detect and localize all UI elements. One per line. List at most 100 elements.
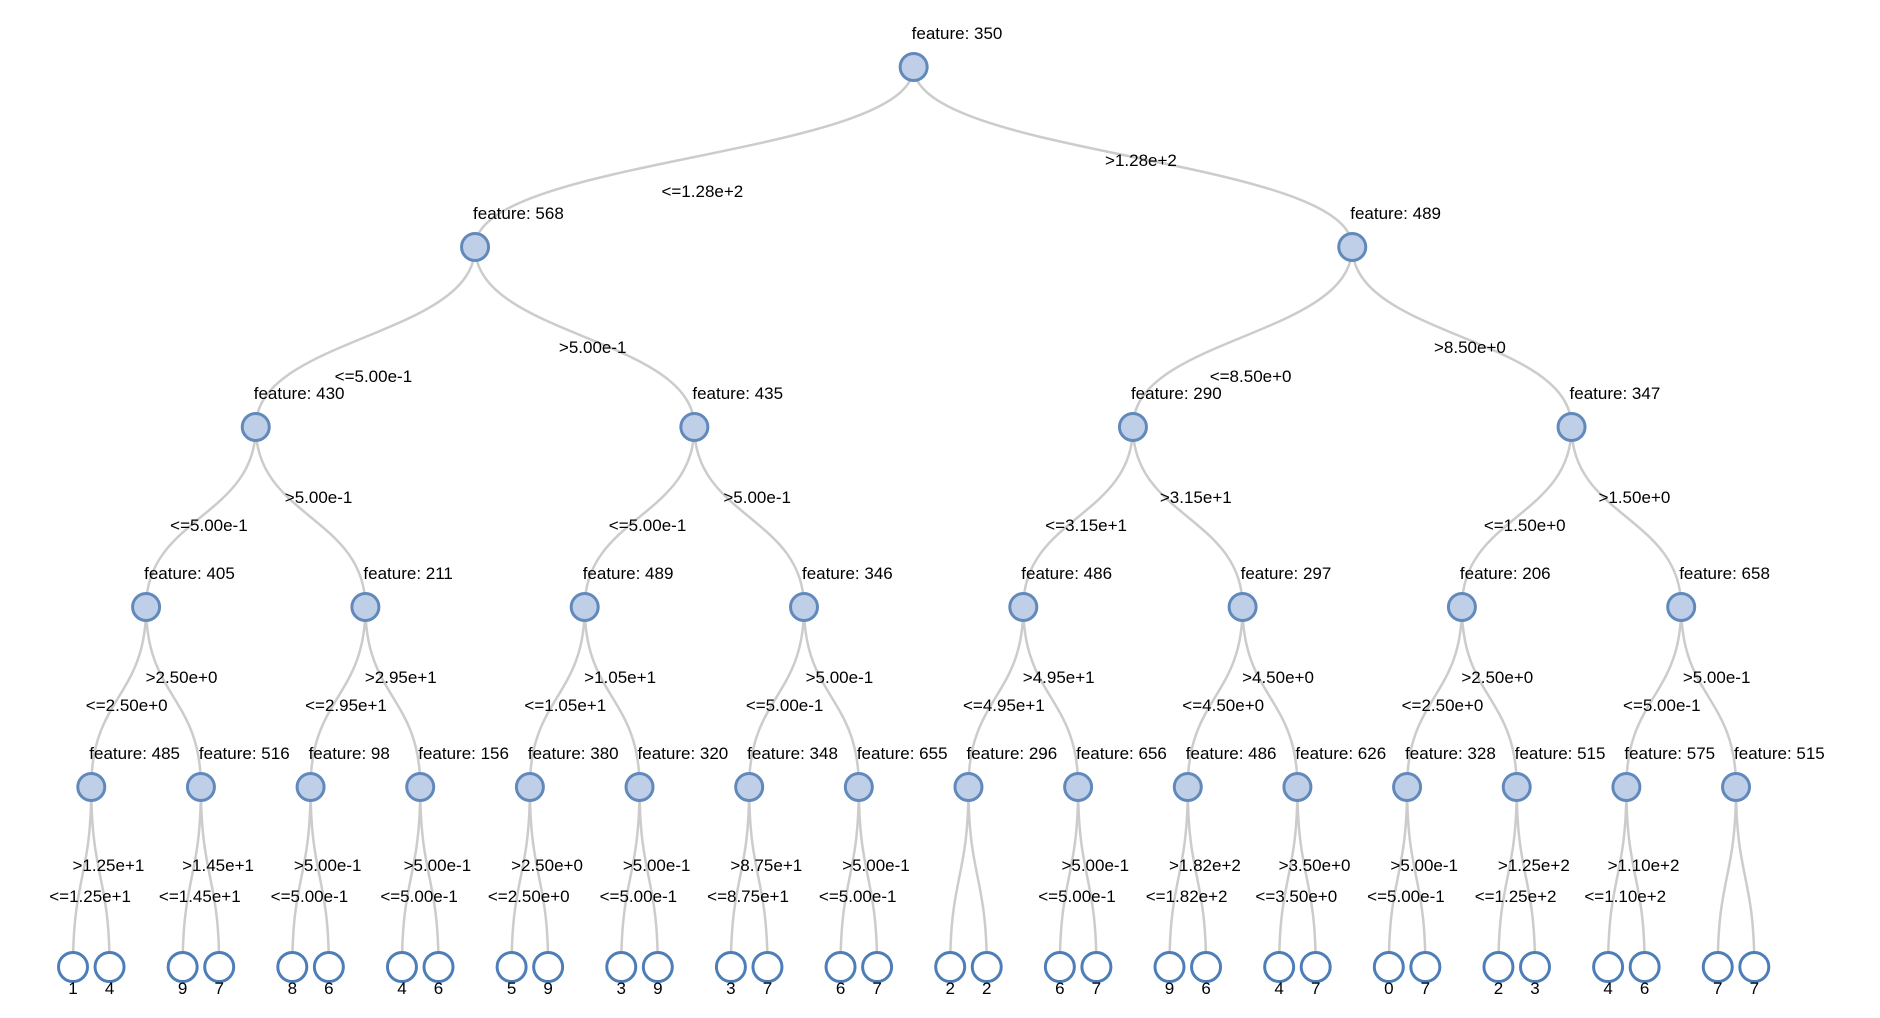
leaf-value-label: 7	[1750, 979, 1759, 998]
tree-link	[857, 786, 879, 968]
split-label-left: <=5.00e-1	[609, 516, 687, 535]
split-label-right: >5.00e-1	[1390, 856, 1458, 875]
split-label-left: <=5.00e-1	[1038, 887, 1116, 906]
leaf-node	[312, 951, 345, 983]
tree-node	[350, 592, 381, 622]
tree-link	[693, 426, 806, 608]
split-label-right: >5.00e-1	[806, 668, 874, 687]
tree-link	[144, 606, 203, 788]
tree-link	[1076, 786, 1098, 968]
tree-link	[948, 786, 970, 968]
leaf-value-label: 6	[1640, 979, 1649, 998]
split-label-left: <=5.00e-1	[271, 887, 349, 906]
tree-node	[295, 772, 326, 802]
feature-label: feature: 211	[363, 564, 452, 583]
leaf-value-label: 9	[653, 979, 662, 998]
feature-label: feature: 489	[583, 564, 674, 583]
tree-link	[71, 786, 93, 968]
leaf-value-label: 7	[214, 979, 223, 998]
split-label-left: <=1.50e+0	[1484, 516, 1566, 535]
tree-link	[912, 66, 1354, 248]
leaf-node	[1409, 951, 1442, 983]
tree-link	[1277, 786, 1299, 968]
tree-node	[679, 412, 710, 442]
leaf-value-label: 3	[1530, 979, 1539, 998]
feature-label: feature: 656	[1076, 744, 1167, 763]
feature-label: feature: 486	[1186, 744, 1277, 763]
feature-label: feature: 328	[1405, 744, 1496, 763]
split-label-left: <=4.50e+0	[1182, 696, 1264, 715]
tree-node	[1446, 592, 1477, 622]
split-label-left: <=2.50e+0	[488, 887, 570, 906]
split-label-right: >5.00e-1	[1683, 668, 1751, 687]
tree-node	[76, 772, 107, 802]
leaf-value-label: 4	[1274, 979, 1283, 998]
split-label-left: <=8.75e+1	[707, 887, 789, 906]
split-label-right: >2.50e+0	[1461, 668, 1533, 687]
leaf-value-label: 6	[324, 979, 333, 998]
tree-link	[1131, 246, 1354, 428]
tree-link	[309, 786, 331, 968]
leaf-node	[1153, 951, 1186, 983]
split-label-right: >4.95e+1	[1023, 668, 1095, 687]
tree-link	[1387, 786, 1409, 968]
feature-label: feature: 430	[254, 384, 345, 403]
feature-label: feature: 156	[418, 744, 509, 763]
leaf-value-label: 9	[178, 979, 187, 998]
split-label-right: >5.00e-1	[842, 856, 910, 875]
tree-link	[510, 786, 532, 968]
tree-link	[802, 606, 861, 788]
split-label-left: <=5.00e-1	[380, 887, 458, 906]
leaf-node	[532, 951, 565, 983]
leaf-value-label: 7	[872, 979, 881, 998]
split-label-left: <=1.45e+1	[159, 887, 241, 906]
tree-link	[583, 606, 641, 788]
tree-node	[843, 772, 874, 802]
split-label-right: >3.15e+1	[1160, 488, 1232, 507]
leaf-value-label: 0	[1384, 979, 1393, 998]
tree-link	[638, 786, 660, 968]
leaf-node	[276, 951, 309, 983]
leaf-value-label: 3	[726, 979, 735, 998]
leaf-node	[422, 951, 455, 983]
leaf-node	[605, 951, 638, 983]
leaf-node	[1592, 951, 1625, 983]
leaf-value-label: 2	[982, 979, 991, 998]
feature-label: feature: 515	[1734, 744, 1825, 763]
tree-node	[240, 412, 271, 442]
split-label-left: <=5.00e-1	[335, 367, 413, 386]
split-label-right: >1.10e+2	[1608, 856, 1680, 875]
tree-node	[1227, 592, 1258, 622]
leaf-value-label: 7	[1713, 979, 1722, 998]
tree-link	[729, 786, 751, 968]
tree-link	[1570, 426, 1683, 608]
leaf-node	[166, 951, 199, 983]
split-label-right: >5.00e-1	[1061, 856, 1129, 875]
split-label-left: <=5.00e-1	[1623, 696, 1701, 715]
split-label-right: >5.00e-1	[285, 488, 353, 507]
leaf-node	[751, 951, 784, 983]
split-label-right: >4.50e+0	[1242, 668, 1314, 687]
leaf-value-label: 6	[1201, 979, 1210, 998]
feature-label: feature: 380	[528, 744, 619, 763]
split-label-left: <=8.50e+0	[1210, 367, 1292, 386]
tree-link	[291, 786, 312, 968]
tree-link	[418, 786, 440, 968]
leaf-node	[970, 951, 1003, 983]
tree-node	[460, 232, 491, 262]
tree-node	[1611, 772, 1642, 802]
leaf-value-label: 6	[434, 979, 443, 998]
tree-link	[254, 246, 477, 428]
leaf-node	[1738, 951, 1771, 983]
tree-link	[1168, 786, 1190, 968]
tree-node	[1392, 772, 1423, 802]
split-label-right: >8.50e+0	[1434, 338, 1506, 357]
leaf-value-label: 1	[68, 979, 77, 998]
split-label-right: >5.00e-1	[723, 488, 791, 507]
tree-link	[1405, 606, 1464, 788]
split-label-left: <=4.95e+1	[963, 696, 1045, 715]
leaf-value-label: 7	[1311, 979, 1320, 998]
split-label-left: <=1.10e+2	[1584, 887, 1666, 906]
